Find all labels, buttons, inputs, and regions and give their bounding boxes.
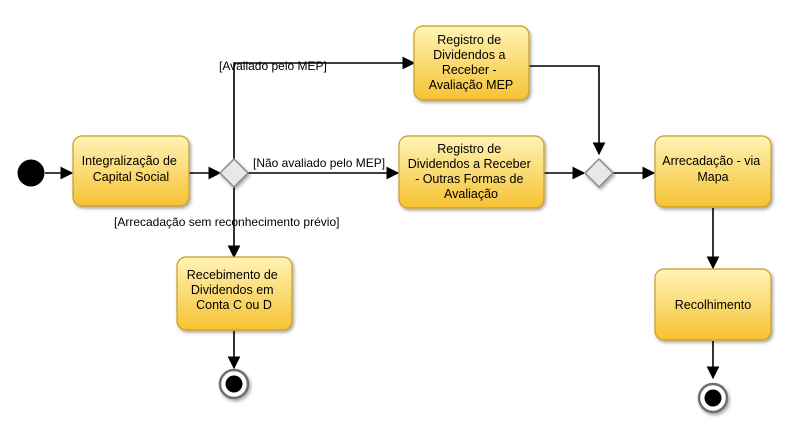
activity-label: Integralização de Capital Social	[82, 154, 181, 184]
activity-label: Arrecadação - via Mapa	[662, 154, 763, 184]
guard-avaliado-mep: [Avaliado pelo MEP]	[219, 59, 327, 73]
activity-integralizacao: Integralização de Capital Social	[72, 135, 190, 207]
guard-arrecadacao-sem-reconhecimento: [Arrecadação sem reconhecimento prévio]	[114, 215, 339, 229]
activity-label: Recolhimento	[675, 298, 751, 312]
activity-arrecadacao: Arrecadação - via Mapa	[654, 135, 772, 208]
final-node-recolhimento	[697, 382, 729, 414]
activity-registro-mep: Registro de Dividendos a Receber - Avali…	[413, 25, 530, 101]
edge-registro-mep-to-merge	[529, 65, 606, 156]
guard-nao-avaliado-mep: [Não avaliado pelo MEP]	[253, 156, 385, 170]
merge-node	[583, 157, 615, 189]
activity-registro-outras: Registro de Dividendos a Receber - Outra…	[398, 135, 545, 209]
activity-recebimento: Recebimento de Dividendos em Conta C ou …	[176, 256, 293, 331]
activity-label: Registro de Dividendos a Receber - Outra…	[408, 142, 534, 201]
edges	[45, 56, 720, 380]
activity-recolhimento: Recolhimento	[654, 268, 772, 341]
activity-label: Recebimento de Dividendos em Conta C ou …	[187, 268, 282, 312]
final-node-recebimento	[218, 368, 250, 400]
initial-node	[17, 159, 45, 187]
decision-node	[218, 157, 250, 189]
activity-label: Registro de Dividendos a Receber - Avali…	[429, 33, 514, 92]
guard-labels: [Avaliado pelo MEP] [Não avaliado pelo M…	[114, 59, 385, 229]
edge-decision-to-registro-mep	[233, 56, 416, 159]
